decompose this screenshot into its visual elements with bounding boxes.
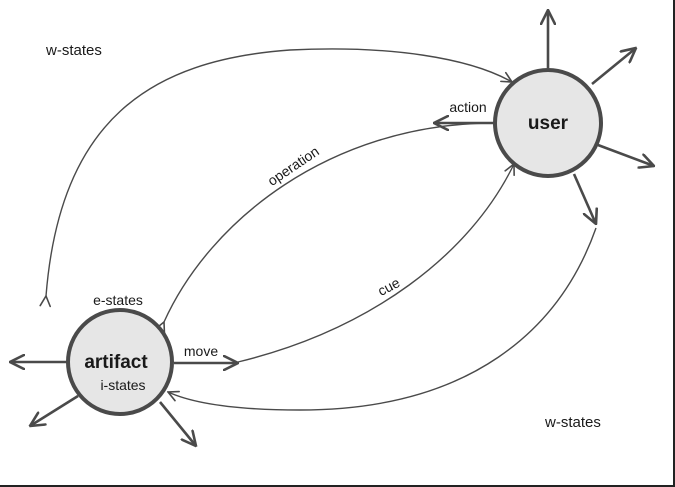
edge-label-operation: operation — [265, 143, 322, 189]
edge-artifact-to-user-outer — [46, 48, 512, 296]
artifact-ray-downleft — [30, 394, 79, 426]
user-ray-right — [597, 143, 654, 166]
edge-label-move: move — [184, 343, 218, 359]
user-node — [493, 68, 603, 178]
user-ray-upright — [591, 48, 636, 86]
edge-cue — [237, 164, 514, 363]
user-node-label: user — [528, 113, 569, 134]
region-label-bottom-right: w-states — [544, 414, 601, 431]
edge-label-cue: cue — [375, 274, 403, 299]
artifact-node-label: artifact — [84, 352, 148, 373]
user-ray-down — [572, 173, 596, 224]
artifact-ray-downright — [158, 401, 196, 446]
artifact-node-sublabel: i-states — [100, 377, 145, 393]
edge-user-to-artifact-outer — [168, 227, 597, 411]
artifact-top-label: e-states — [93, 292, 143, 308]
edge-operation — [164, 122, 491, 322]
artifact-node — [66, 308, 174, 416]
region-label-top-left: w-states — [45, 42, 102, 59]
edge-label-action: action — [449, 99, 486, 115]
